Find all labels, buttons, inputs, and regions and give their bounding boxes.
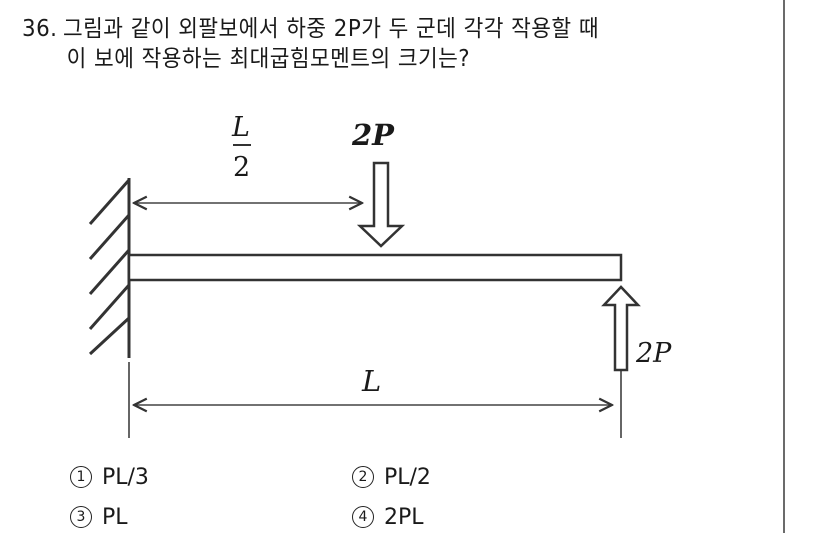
question-text-line-1: 그림과 같이 외팔보에서 하중 2P가 두 군데 각각 작용할 때: [62, 16, 599, 42]
fixed-wall-support: [88, 178, 131, 358]
option-marker: 2: [352, 466, 374, 488]
up-load-arrow-icon: [601, 285, 641, 372]
down-load-arrow-icon: [356, 161, 406, 248]
option-1[interactable]: 1 PL/3: [70, 458, 149, 498]
option-3[interactable]: 3 PL: [70, 498, 128, 538]
half-span-label-denominator: 2: [233, 152, 251, 183]
option-marker: 4: [352, 506, 374, 528]
option-text: 2PL: [384, 505, 424, 530]
up-load-label: 2P: [636, 338, 672, 369]
question-number: 36.: [22, 16, 58, 42]
option-text: PL: [102, 505, 128, 530]
option-marker: 1: [70, 466, 92, 488]
question-stem: 36.그림과 같이 외팔보에서 하중 2P가 두 군데 각각 작용할 때 이 보…: [22, 14, 599, 74]
option-4[interactable]: 4 2PL: [352, 498, 424, 538]
option-text: PL/2: [384, 465, 431, 490]
half-span-label-numerator: L: [232, 112, 250, 143]
beam: [127, 253, 623, 282]
option-marker: 3: [70, 506, 92, 528]
question-text-line-2: 이 보에 작용하는 최대굽힘모멘트의 크기는?: [66, 46, 471, 72]
span-label: L: [362, 364, 382, 398]
page-column-divider: [783, 0, 785, 533]
option-text: PL/3: [102, 465, 149, 490]
option-2[interactable]: 2 PL/2: [352, 458, 431, 498]
down-load-label: 2P: [352, 118, 394, 152]
